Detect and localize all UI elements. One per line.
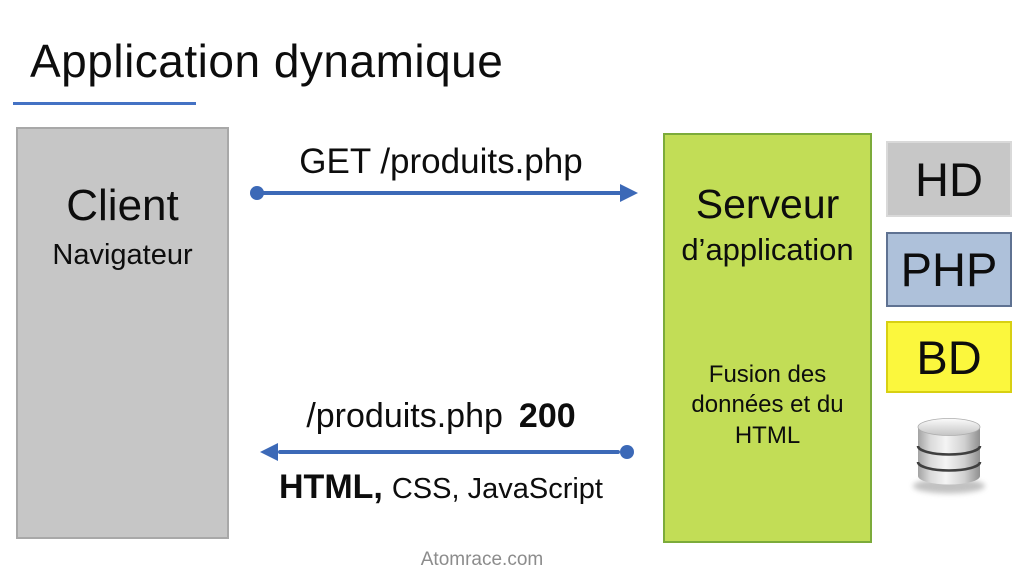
server-box: Serveur d’application Fusion des données… <box>663 133 872 543</box>
server-box-title: Serveur <box>695 181 840 227</box>
response-arrow-label: /produits.php 200 <box>258 397 624 436</box>
request-arrow-line <box>257 191 623 195</box>
stack-box-hd-label: HD <box>915 152 983 206</box>
server-box-description: Fusion des données et du HTML <box>691 361 844 449</box>
client-box-title: Client <box>66 181 179 230</box>
response-arrow-head-icon <box>260 443 278 461</box>
response-path: /produits.php <box>306 397 503 435</box>
client-box: Client Navigateur <box>16 127 229 539</box>
response-status-code: 200 <box>518 397 576 435</box>
client-box-subtitle: Navigateur <box>52 239 193 271</box>
response-body-label: HTML,CSS, JavaScript <box>258 468 624 507</box>
stack-box-php-label: PHP <box>900 243 998 296</box>
request-arrow-label: GET /produits.php <box>299 142 583 181</box>
database-cylinder-icon <box>913 418 985 494</box>
stack-box-hd: HD <box>886 141 1012 217</box>
response-body-secondary: CSS, JavaScript <box>391 473 603 505</box>
request-arrow-start-dot <box>250 186 264 200</box>
stack-box-bd-label: BD <box>916 330 982 384</box>
response-arrow-start-dot <box>620 445 634 459</box>
page-title: Application dynamique <box>30 35 504 87</box>
server-box-subtitle: d’application <box>681 232 854 267</box>
stack-box-php: PHP <box>886 232 1012 307</box>
response-body-primary: HTML, <box>279 468 383 506</box>
response-arrow-line <box>278 450 620 454</box>
stack-box-bd: BD <box>886 321 1012 393</box>
request-arrow-head-icon <box>620 184 638 202</box>
footer-credit: Atomrace.com <box>420 549 544 570</box>
title-underline <box>13 102 196 105</box>
